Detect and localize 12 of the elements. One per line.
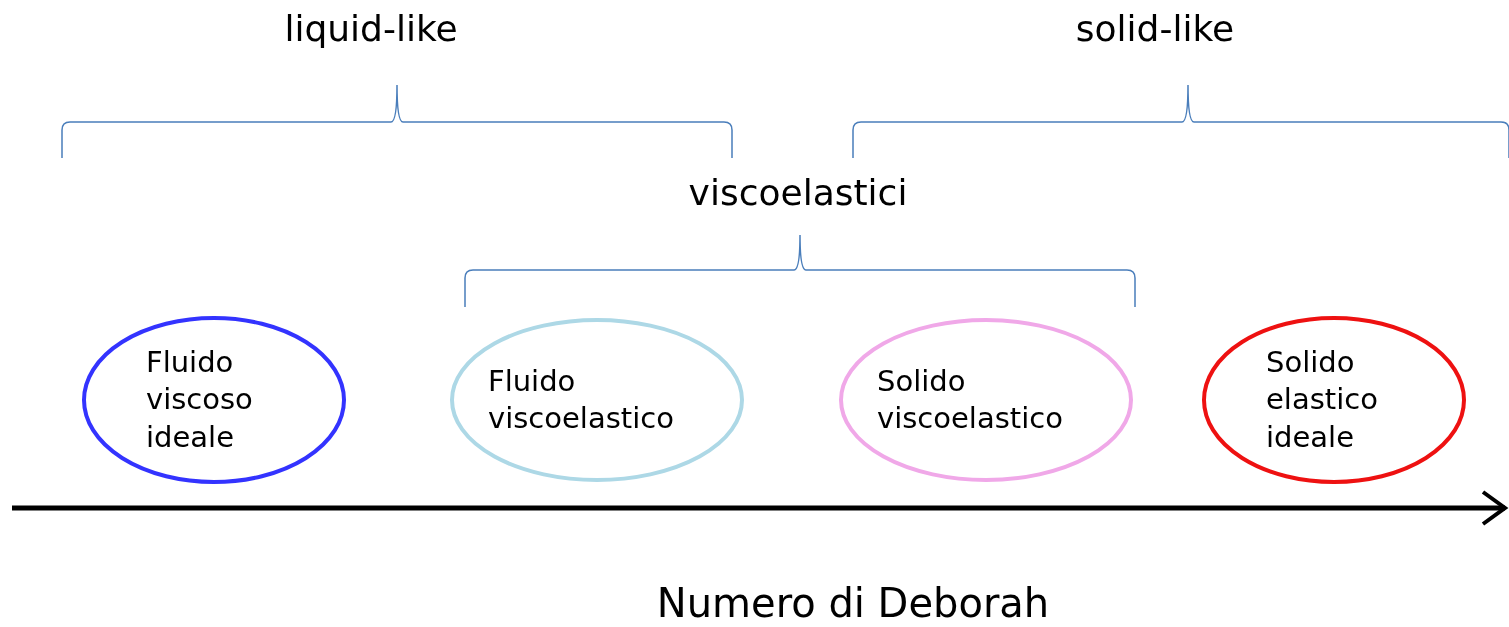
axis-title: Numero di Deborah [656, 580, 1050, 626]
range-label: liquid-like [284, 8, 458, 49]
node-text: Solido elastico ideale [1266, 343, 1379, 456]
node-text: Fluido viscoelastico [488, 362, 675, 438]
node-text: Fluido viscoso ideale [146, 343, 254, 456]
range-label: solid-like [1075, 8, 1235, 49]
ellipse-node [80, 314, 348, 486]
range-label: viscoelastici [688, 172, 908, 213]
ellipse-node [1200, 314, 1468, 486]
ellipse-node [837, 316, 1135, 484]
node-text: Solido viscoelastico [877, 362, 1064, 438]
ellipse-node [448, 316, 746, 484]
